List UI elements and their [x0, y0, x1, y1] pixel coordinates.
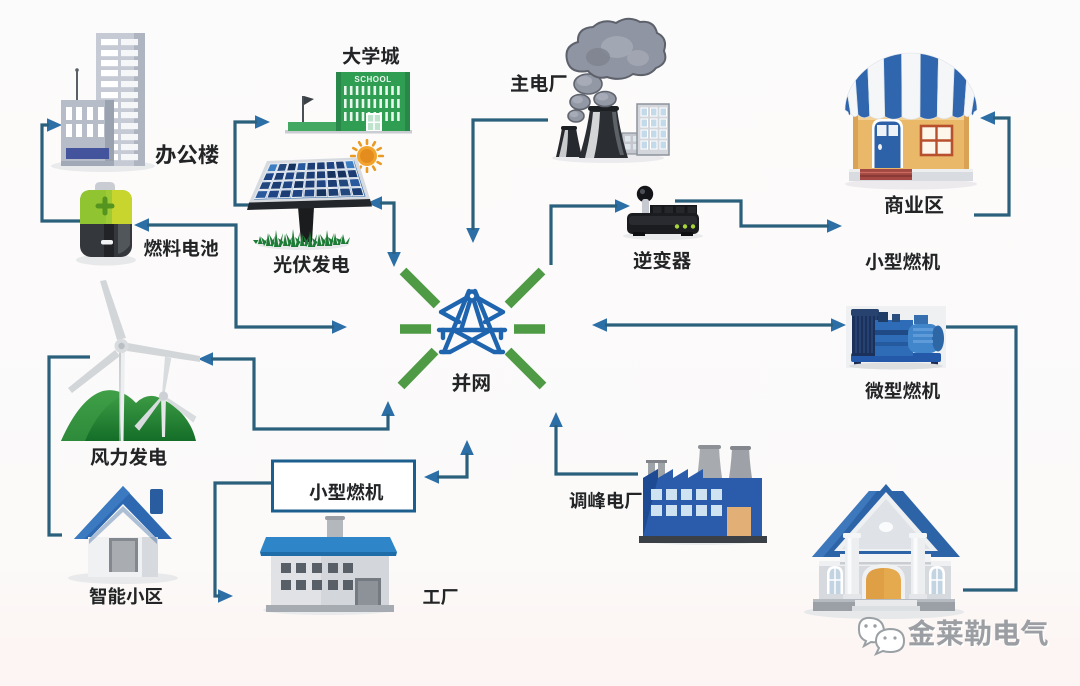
svg-text:SCHOOL: SCHOOL [354, 75, 391, 84]
